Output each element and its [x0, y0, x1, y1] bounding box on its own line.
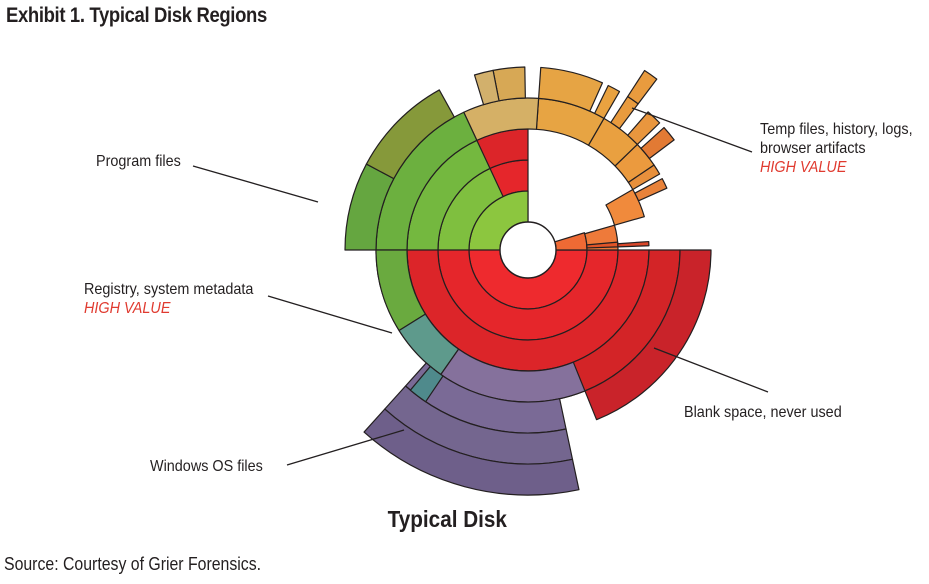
segment-registry-ring4-30	[375, 249, 426, 332]
chart-title: Typical Disk	[387, 506, 507, 532]
segment-temp-files-ring5-19	[538, 66, 604, 112]
temp-files-text-line2: browser artifacts	[760, 140, 866, 157]
segment-temp-files-ring4-10	[634, 178, 668, 202]
segment-temp-files-ring1-5	[554, 232, 588, 251]
segment-temp-files-ring5-15	[640, 126, 675, 160]
label-program-files: Program files	[96, 152, 181, 171]
segment-windows-os-files-ring7-35	[363, 408, 580, 496]
temp-files-high-value: HIGH VALUE	[760, 159, 847, 176]
segment-temp-files-ring3-8	[617, 240, 650, 248]
leader-temp-files	[631, 107, 753, 153]
leader-lines	[192, 107, 769, 466]
center-hole	[499, 221, 557, 279]
source-note: Source: Courtesy of Grier Forensics.	[4, 554, 262, 574]
blank-space-text: Blank space, never used	[684, 404, 842, 421]
segment-program-files-ring5-29	[365, 89, 455, 180]
segment-blank-space-ring5-4	[584, 249, 712, 421]
segment-registry-ring4-31	[398, 313, 460, 376]
segment-temp-files-ring5-21	[492, 66, 526, 102]
segment-temp-files-ring6-23	[627, 69, 658, 105]
segment-windows-os-files-ring5-36	[409, 365, 444, 403]
segment-temp-files-ring5-22	[473, 69, 500, 106]
segment-temp-files-ring5-18	[594, 84, 621, 119]
label-windows-os: Windows OS files	[150, 457, 263, 476]
sunburst-segments	[344, 66, 712, 496]
label-blank-space: Blank space, never used	[684, 403, 842, 422]
registry-text: Registry, system metadata	[84, 281, 254, 298]
label-temp-files: Temp files, history, logs, browser artif…	[760, 120, 913, 177]
exhibit-title: Exhibit 1. Typical Disk Regions	[6, 4, 267, 27]
segment-temp-files-ring4-11	[627, 164, 661, 191]
leader-windows-os	[286, 429, 405, 466]
program-files-text: Program files	[96, 153, 181, 170]
leader-registry	[267, 295, 393, 334]
windows-os-text: Windows OS files	[150, 458, 263, 475]
leader-blank-space	[653, 347, 769, 393]
registry-high-value: HIGH VALUE	[84, 300, 171, 317]
temp-files-text-line1: Temp files, history, logs,	[760, 121, 913, 138]
label-registry: Registry, system metadata HIGH VALUE	[84, 280, 253, 318]
leader-program-files	[192, 165, 319, 203]
